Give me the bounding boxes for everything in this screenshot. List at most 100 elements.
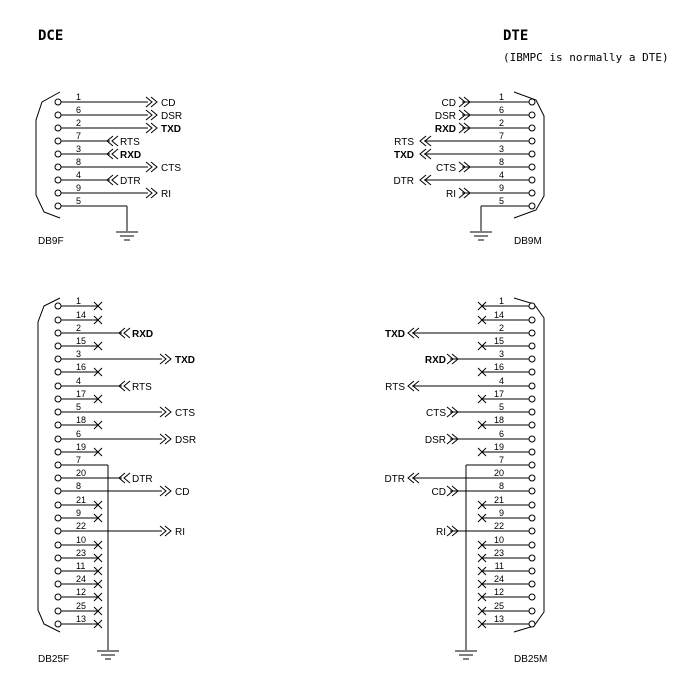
- signal-arrow: [111, 174, 119, 186]
- db25m-pin-number: 22: [494, 521, 504, 531]
- db25f-pin: [54, 355, 62, 363]
- db9m-pin-number: 9: [499, 183, 504, 193]
- db9m-pin: [528, 124, 536, 132]
- signal-arrow: [159, 433, 167, 445]
- db25f-signal-label: RI: [175, 527, 185, 538]
- db25f-pin: [54, 342, 62, 350]
- db9m-pin-number: 5: [499, 196, 504, 206]
- no-connect-mark: [477, 566, 487, 576]
- signal-arrow: [424, 135, 432, 147]
- db25f-pin: [54, 474, 62, 482]
- signal-arrow: [424, 148, 432, 160]
- db25f-shell: [37, 297, 61, 633]
- no-connect-mark: [93, 619, 103, 629]
- db25m-signal-label: TXD: [385, 329, 405, 340]
- db25m-pin-number: 13: [494, 614, 504, 624]
- signal-arrow: [145, 187, 153, 199]
- signal-arrow: [164, 525, 172, 537]
- db25f-signal-label: TXD: [175, 355, 195, 366]
- db25f-pin-number: 3: [76, 349, 81, 359]
- db25m-pin-number: 17: [494, 389, 504, 399]
- db25m-pin-number: 5: [499, 402, 504, 412]
- no-connect-mark: [93, 367, 103, 377]
- db25f-pin-number: 21: [76, 495, 86, 505]
- db25m-signal-label: DSR: [425, 435, 446, 446]
- db25f-pin: [54, 302, 62, 310]
- db25m-pin-number: 16: [494, 362, 504, 372]
- signal-arrow: [106, 148, 114, 160]
- signal-arrow: [446, 525, 454, 537]
- signal-arrow: [150, 96, 158, 108]
- db25f-pin-number: 9: [76, 508, 81, 518]
- db25f-pin: [54, 514, 62, 522]
- db25m-pin-number: 2: [499, 323, 504, 333]
- signal-arrow: [458, 161, 466, 173]
- db25m-signal-label: CD: [432, 487, 446, 498]
- no-connect-mark: [477, 315, 487, 325]
- db9f-signal-label: CD: [161, 98, 175, 109]
- signal-arrow: [164, 485, 172, 497]
- db25m-pin: [528, 607, 536, 615]
- db25f-pin: [54, 329, 62, 337]
- db9m-signal-label: TXD: [394, 150, 414, 161]
- db9m-signal-label: RTS: [394, 137, 414, 148]
- db25m-pin-number: 14: [494, 310, 504, 320]
- db25f-pin-number: 17: [76, 389, 86, 399]
- db25f-pin: [54, 487, 62, 495]
- db25m-pin: [528, 554, 536, 562]
- no-connect-mark: [93, 540, 103, 550]
- signal-arrow: [123, 327, 131, 339]
- no-connect-mark: [477, 341, 487, 351]
- db9m-pin: [528, 98, 536, 106]
- db9f-pin-number: 8: [76, 157, 81, 167]
- db9f-pin: [54, 98, 62, 106]
- db25m-signal-label: CTS: [426, 408, 446, 419]
- db9m-pin-number: 1: [499, 92, 504, 102]
- db25f-pin: [54, 593, 62, 601]
- db25f-pin-number: 7: [76, 455, 81, 465]
- db25f-pin: [54, 580, 62, 588]
- signal-arrow: [111, 135, 119, 147]
- no-connect-mark: [93, 606, 103, 616]
- signal-arrow: [463, 161, 471, 173]
- db25m-pin: [528, 316, 536, 324]
- db25f-pin: [54, 368, 62, 376]
- signal-arrow: [106, 135, 114, 147]
- db25m-pin-number: 6: [499, 429, 504, 439]
- db25m-pin-number: 7: [499, 455, 504, 465]
- signal-arrow: [412, 327, 420, 339]
- db25f-pin-number: 4: [76, 376, 81, 386]
- db9f-pin-number: 6: [76, 105, 81, 115]
- db9m-pin: [528, 137, 536, 145]
- db25m-pin-number: 21: [494, 495, 504, 505]
- db25f-pin: [54, 382, 62, 390]
- db25m-pin: [528, 514, 536, 522]
- signal-arrow: [463, 122, 471, 134]
- no-connect-mark: [477, 553, 487, 563]
- db25f-signal-label: RXD: [132, 329, 153, 340]
- db25m-pin: [528, 342, 536, 350]
- signal-arrow: [419, 148, 427, 160]
- db9m-pin: [528, 189, 536, 197]
- signal-arrow: [118, 472, 126, 484]
- signal-arrow: [145, 96, 153, 108]
- db25f-pin: [54, 316, 62, 324]
- db9m-pin: [528, 111, 536, 119]
- db9f-signal-label: RTS: [120, 137, 140, 148]
- db9m-pin: [528, 176, 536, 184]
- db25f-signal-label: CTS: [175, 408, 195, 419]
- db25f-pin: [54, 541, 62, 549]
- db9f-pin: [54, 124, 62, 132]
- db25m-pin: [528, 368, 536, 376]
- db25m-pin-number: 10: [494, 535, 504, 545]
- db25m-pin-number: 11: [495, 561, 504, 571]
- signal-arrow: [123, 380, 131, 392]
- dte-note: (IBMPC is normally a DTE): [503, 51, 669, 64]
- db9f-signal-label: RI: [161, 189, 171, 200]
- no-connect-mark: [477, 540, 487, 550]
- db25m-pin-number: 4: [499, 376, 504, 386]
- db25m-pin: [528, 421, 536, 429]
- db9f-label: DB9F: [38, 236, 64, 247]
- db25f-pin-number: 24: [76, 574, 86, 584]
